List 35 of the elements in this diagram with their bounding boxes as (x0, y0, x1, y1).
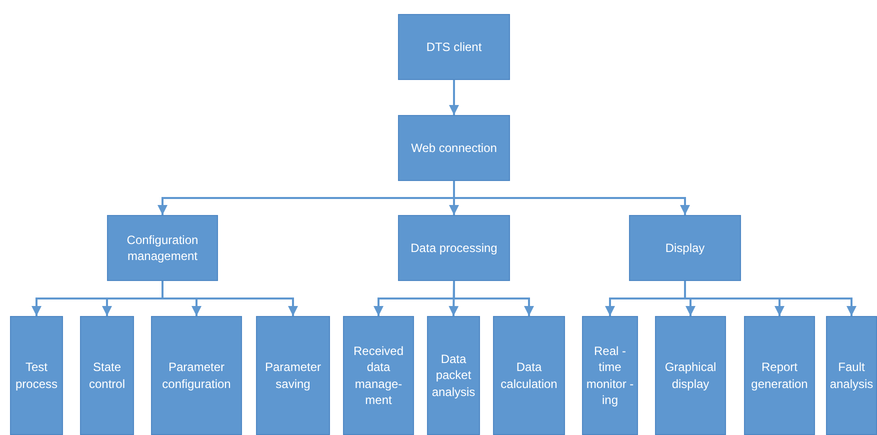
box-label: Data processing (410, 240, 498, 256)
box-label: Report generation (750, 359, 809, 392)
box-label: Real - time monitor -ing (585, 343, 635, 408)
box-label: Parameter configuration (161, 359, 232, 392)
process-box (493, 316, 565, 435)
box-label: DTS client (425, 38, 483, 56)
box-label: Configuration management (126, 232, 200, 264)
box-label: Data packet analysis (430, 351, 476, 400)
process-box (826, 316, 877, 435)
box-label: Display (664, 240, 706, 256)
process-box (427, 316, 480, 435)
process-box (398, 215, 510, 281)
process-box (107, 215, 218, 281)
process-box (398, 115, 510, 181)
process-box (80, 316, 134, 435)
box-label: Test process (14, 359, 59, 392)
arrow (453, 181, 690, 215)
box-label: Parameter saving (264, 359, 322, 392)
process-box (655, 316, 726, 435)
process-box (256, 316, 330, 435)
process-box (398, 14, 510, 80)
arrow (684, 281, 856, 316)
process-box (10, 316, 63, 435)
box-label: State control (88, 359, 126, 392)
box-label: Data calculation (500, 359, 558, 392)
box-label: Received data manage- ment (352, 343, 405, 408)
process-box (744, 316, 815, 435)
arrow (449, 80, 459, 115)
process-box (582, 316, 638, 435)
box-label: Graphical display (664, 359, 718, 392)
box-label: Web connection (410, 140, 498, 156)
box-label: Fault analysis (828, 359, 874, 392)
process-box (151, 316, 242, 435)
process-box (629, 215, 741, 281)
process-box (343, 316, 414, 435)
